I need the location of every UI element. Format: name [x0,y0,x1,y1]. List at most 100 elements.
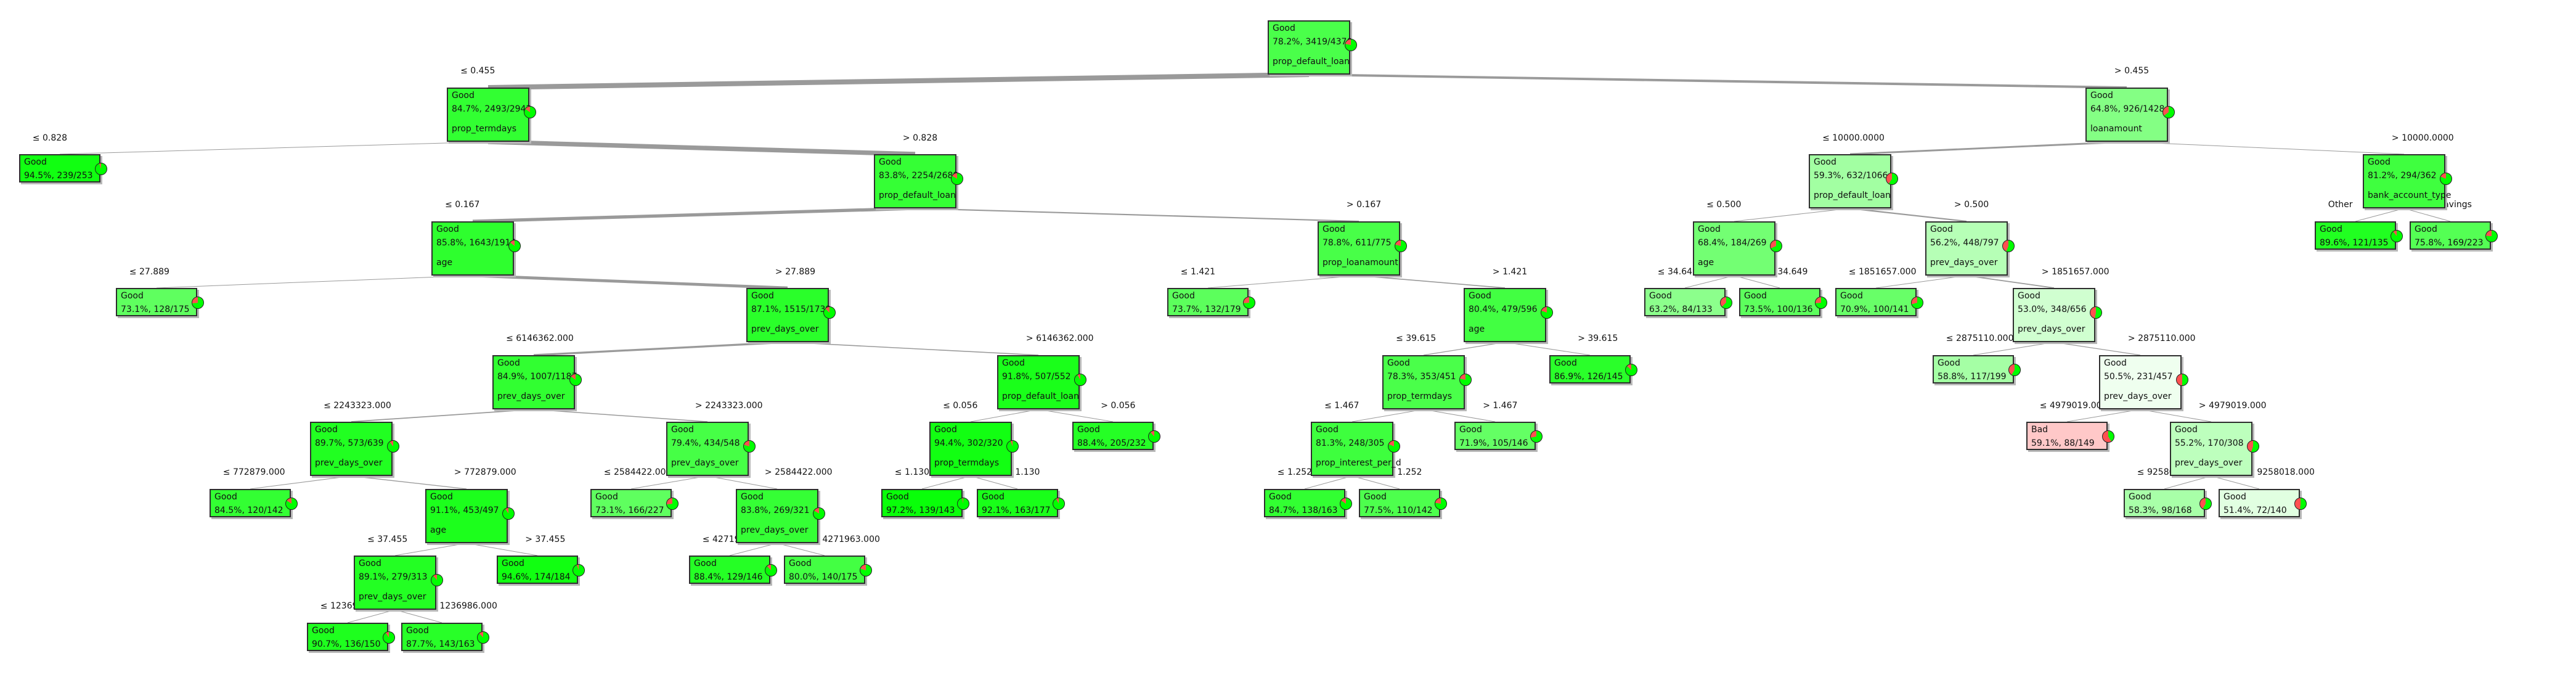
class-pie-icon [1530,430,1543,443]
class-pie-icon [957,498,969,510]
node-stat: 59.1%, 88/149 [2031,438,2095,448]
node-class: Good [1469,291,1491,301]
tree-edge [1966,275,2055,289]
node-class: Good [1316,425,1339,435]
node-stat: 59.3%, 632/1066 [1814,171,1888,181]
node-class: Good [430,492,453,502]
edge-label: > 1.467 [1483,401,1518,411]
leaf-node[interactable]: Good 73.5%, 100/136 [1739,288,1820,316]
class-pie-icon [569,374,582,386]
node-stat: 58.3%, 98/168 [2129,506,2192,515]
node-stat: 94.6%, 174/184 [502,572,571,582]
node-class: Good [671,425,694,435]
edge-label: ≤ 0.500 [1706,200,1742,210]
node-stat: 73.5%, 100/136 [1744,305,1813,314]
tree-edge [250,475,352,490]
class-pie-icon [951,173,963,185]
class-pie-icon [1053,498,1065,510]
edge-label: > 2584422.000 [764,467,833,477]
tree-edge [1304,475,1353,490]
class-pie-icon [765,564,777,576]
edge-label: ≤ 0.455 [460,66,495,76]
node-class: Good [1938,358,1960,368]
node-class: Good [1744,291,1767,301]
node-stat: 78.3%, 353/451 [1387,372,1456,382]
tree-edge [1504,342,1591,356]
node-stat: 80.0%, 140/175 [789,572,858,582]
node-stat: 89.1%, 279/313 [359,572,428,582]
tree-edge [472,207,916,223]
node-stat: 83.8%, 269/321 [741,506,810,515]
tree-edge [787,342,1039,356]
edge-label: > 0.500 [1954,200,1989,210]
class-pie-icon [502,507,515,520]
edge-label: > 6146362.000 [1025,334,1094,343]
tree-edge [1849,207,1967,223]
class-pie-icon [2002,240,2015,252]
tree-edge [351,409,534,422]
node-class: Good [1649,291,1672,301]
edge-label: > 0.167 [1346,200,1382,210]
class-pie-icon [2102,430,2114,443]
edge-label: ≤ 27.889 [129,267,169,277]
node-stat: 64.8%, 926/1428 [2090,104,2165,114]
class-pie-icon [1911,297,1923,309]
node-stat: 92.1%, 163/177 [982,506,1051,515]
node-feature: prev_days_over [741,525,809,535]
tree-edge [2140,409,2212,422]
edge-label: > 4271963.000 [812,535,880,544]
node-stat: 73.7%, 132/179 [1172,305,1241,314]
node-feature: prop_termdays [934,458,1000,468]
